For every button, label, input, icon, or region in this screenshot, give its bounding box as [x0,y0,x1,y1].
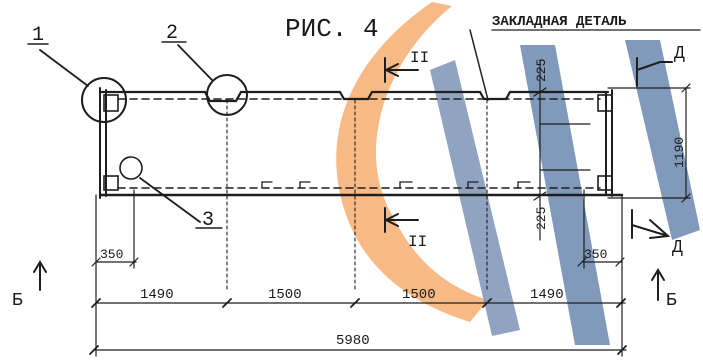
dim-left-edge: 350 [100,247,123,262]
embedded-part-leader [469,29,489,101]
left-bottom-anchor [103,175,119,191]
view-b-left-label: Б [12,291,23,311]
bottom-stubs [261,181,531,189]
section-upper-arrow [383,57,419,83]
watermark-logo [336,2,700,345]
labels: РИС. 4 ЗАКЛАДНАЯ ДЕТАЛЬ 1 2 3 II II Д Д … [12,14,687,349]
watermark-blue-stroke-2 [625,40,700,240]
view-d-bottom-arrow [631,209,671,239]
dim-overall: 5980 [336,333,370,349]
callout-circle-2 [206,74,248,116]
view-b-right-label: Б [666,291,677,311]
callout-1-label: 1 [32,24,44,47]
section-lower-arrow [383,207,419,233]
callout-leader-2 [177,44,213,81]
dim-left-350 [91,257,139,267]
section-lower-label: II [408,233,427,251]
dim-span-2: 1500 [268,287,302,303]
dim-right-350 [577,257,625,267]
right-bottom-anchor [597,175,613,191]
dim-span-3: 1500 [402,287,436,303]
callout-circle-1 [81,77,127,123]
embedded-part-label: ЗАКЛАДНАЯ ДЕТАЛЬ [492,14,627,30]
callout-circle-3 [119,156,143,180]
dimension-lines [89,59,691,357]
section-upper-label: II [410,49,429,67]
dim-span-1: 1490 [140,287,174,303]
dim-right-extensions [539,87,691,199]
section-verticals [226,99,488,293]
dim-span-4: 1490 [530,287,564,303]
beam-right-end [605,89,613,197]
left-top-anchor [103,94,119,112]
view-d-top-label: Д [674,44,685,64]
dim-upper-offset: 225 [534,59,549,82]
watermark-blue-stroke-3 [430,60,520,336]
dim-lower-offset: 225 [534,207,549,230]
view-d-top-arrow [636,57,673,87]
callout-leader-1 [39,49,89,87]
dim-extensions [95,189,623,357]
dim-right-edge: 350 [584,247,607,262]
view-b-left-arrow [33,260,47,291]
figure-title: РИС. 4 [285,14,379,44]
beam-left-end [99,87,107,199]
beam-elevation [98,87,624,293]
section-marks [33,29,701,301]
view-b-right-arrow [651,268,665,301]
dim-height: 1190 [672,137,687,168]
callout-3-label: 3 [202,209,214,232]
right-top-anchor [597,94,613,112]
callouts [27,41,248,229]
view-d-bottom-label: Д [672,238,683,258]
watermark-orange-arc [336,2,488,322]
callout-leader-3 [139,177,201,223]
callout-2-label: 2 [166,22,178,45]
